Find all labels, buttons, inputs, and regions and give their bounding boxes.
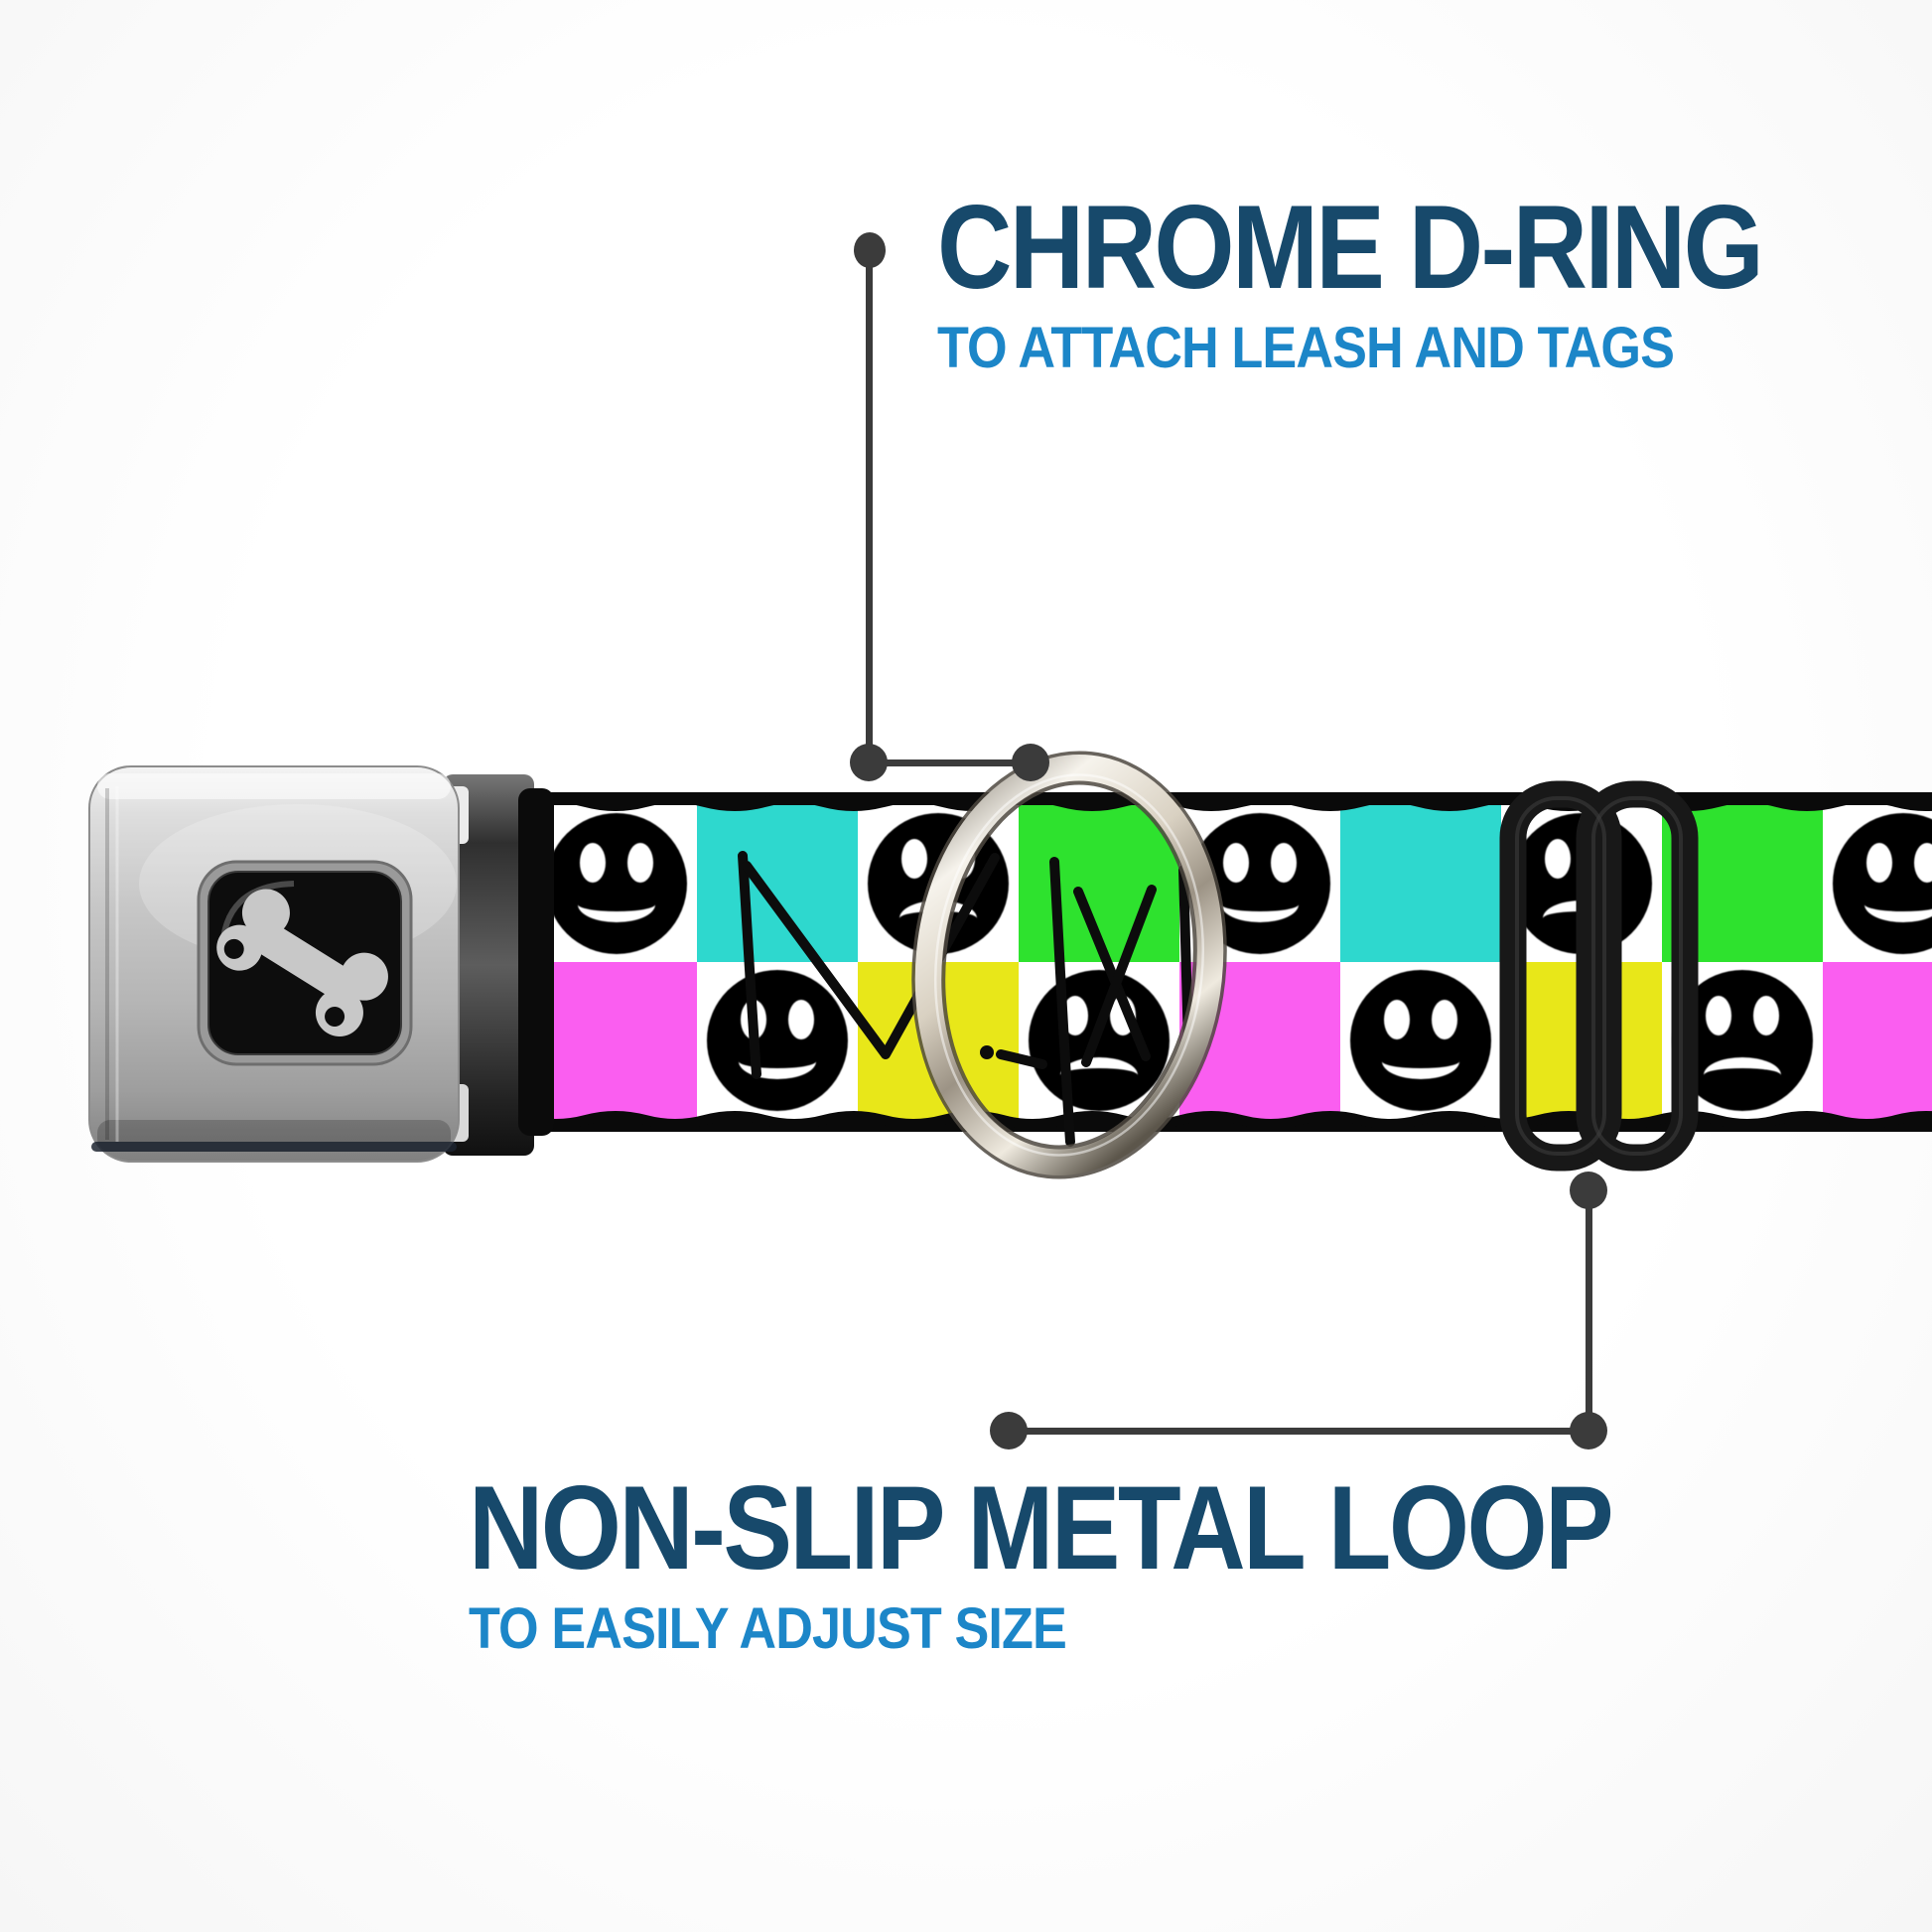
buckle-latch-plate xyxy=(443,774,534,1156)
dring-subtitle: TO ATTACH LEASH AND TAGS xyxy=(937,316,1675,380)
smiley-face-icon xyxy=(707,970,848,1111)
latch-hook-top xyxy=(447,786,469,844)
dring-annotation: CHROME D-RING TO ATTACH LEASH AND TAGS xyxy=(937,181,1884,380)
white-square xyxy=(858,805,1019,962)
yellow-square xyxy=(858,962,1019,1119)
buckle-window-bevel xyxy=(197,860,413,1066)
buckle-window xyxy=(207,871,402,1055)
loop-annotation: NON-SLIP METAL LOOP TO EASILY ADJUST SIZ… xyxy=(469,1461,1782,1661)
white-square xyxy=(1179,805,1340,962)
yellow-square xyxy=(1501,962,1662,1119)
dog-bone-icon xyxy=(216,889,388,1036)
seatbelt-buckle xyxy=(88,765,554,1163)
frowny-face-icon xyxy=(1029,970,1170,1111)
pattern-column xyxy=(1179,805,1340,1119)
smiley-face-icon xyxy=(1833,813,1932,954)
callout-line-vertical-top xyxy=(866,260,873,762)
white-square xyxy=(1340,962,1501,1119)
frowny-face-icon xyxy=(1511,813,1652,954)
cyan-square xyxy=(697,805,858,962)
smiley-face-icon xyxy=(546,813,687,954)
callout-dot-text-bottom xyxy=(990,1412,1028,1449)
cyan-square xyxy=(1340,805,1501,962)
frowny-face-icon xyxy=(1672,970,1813,1111)
green-square xyxy=(1019,805,1179,962)
white-square xyxy=(536,805,697,962)
pattern-column xyxy=(1501,805,1662,1119)
magenta-square xyxy=(536,962,697,1119)
dring-title: CHROME D-RING xyxy=(937,181,1764,314)
pattern-column xyxy=(697,805,858,1119)
green-square xyxy=(1662,805,1823,962)
white-square xyxy=(1501,805,1662,962)
pattern-column xyxy=(1019,805,1179,1119)
callout-line-vertical-bottom xyxy=(1586,1190,1592,1431)
white-square xyxy=(1823,805,1932,962)
callout-line-horizontal-bottom xyxy=(1009,1428,1588,1435)
callout-dot-strap-right xyxy=(1012,744,1049,781)
magenta-square xyxy=(1179,962,1340,1119)
pattern-column xyxy=(1340,805,1501,1119)
white-square xyxy=(1662,962,1823,1119)
pattern-column xyxy=(858,805,1019,1119)
magenta-square xyxy=(1823,962,1932,1119)
pattern-column xyxy=(1662,805,1823,1119)
latch-hook-bottom xyxy=(447,1084,469,1142)
smiley-face-icon xyxy=(1189,813,1330,954)
loop-title: NON-SLIP METAL LOOP xyxy=(469,1461,1614,1594)
smiley-face-icon xyxy=(1350,970,1491,1111)
callout-line-horizontal-top xyxy=(868,759,1031,766)
collar-strap xyxy=(536,792,1932,1132)
pattern-columns xyxy=(536,805,1932,1119)
frowny-face-icon xyxy=(868,813,1009,954)
white-square xyxy=(1019,962,1179,1119)
white-square xyxy=(697,962,858,1119)
pattern-column xyxy=(536,805,697,1119)
loop-subtitle: TO EASILY ADJUST SIZE xyxy=(469,1596,1067,1661)
pattern-column xyxy=(1823,805,1932,1119)
